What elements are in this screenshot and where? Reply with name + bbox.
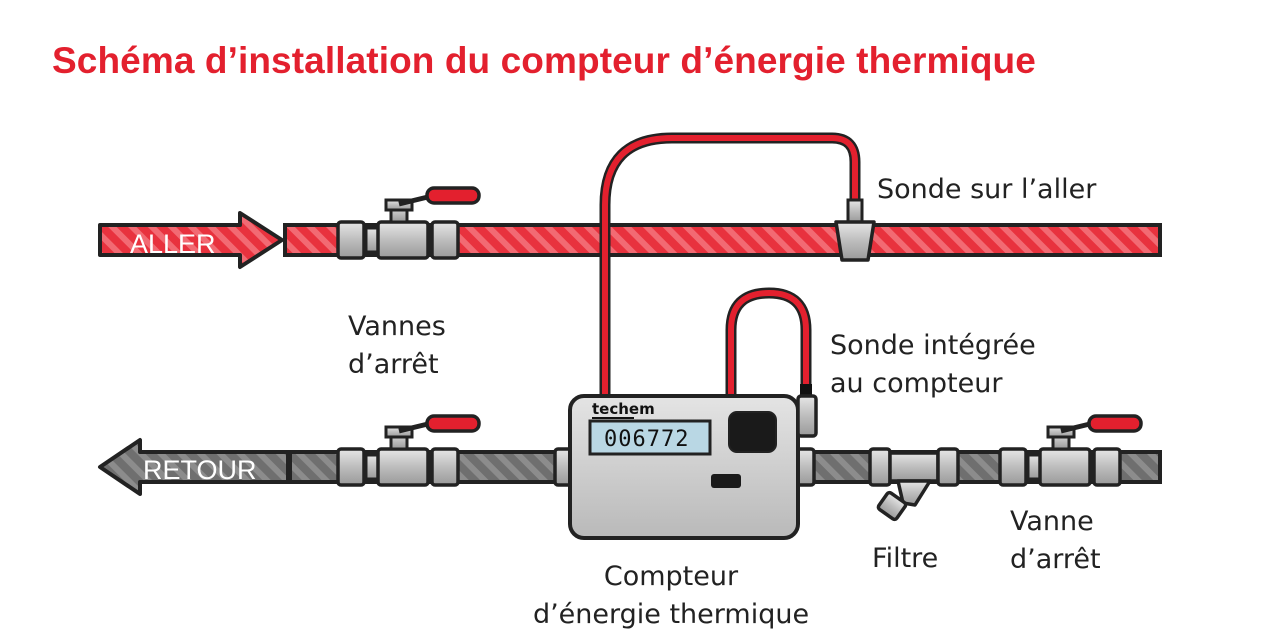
- shutoff-valve-flow: [336, 186, 481, 260]
- valve-handle: [425, 186, 481, 205]
- label-sonde-aller-text: Sonde sur l’aller: [877, 174, 1097, 205]
- meter-button: [711, 474, 741, 488]
- label-vannes-line2: d’arrêt: [348, 349, 439, 380]
- return-arrow: [98, 438, 290, 496]
- filter: [868, 447, 960, 522]
- shutoff-valve-return-right: [998, 414, 1143, 487]
- label-vanne-line2: d’arrêt: [1010, 544, 1101, 575]
- integrated-sensor-cable: [725, 287, 812, 402]
- flow-pipe: ALLER: [98, 211, 1162, 269]
- valve-handle: [1087, 414, 1143, 433]
- flow-sensor: [834, 198, 876, 262]
- flow-arrow: [98, 211, 284, 269]
- label-sonde-aller: Sonde sur l’aller: [877, 171, 1096, 209]
- return-label: RETOUR: [143, 455, 257, 485]
- label-vanne-arret: Vanne d’arrêt: [1010, 503, 1101, 579]
- label-vannes-arret: Vannes d’arrêt: [348, 308, 446, 384]
- flow-label: ALLER: [130, 229, 216, 259]
- label-filtre: Filtre: [872, 540, 938, 578]
- label-filtre-text: Filtre: [872, 543, 939, 574]
- meter-display-value: 006772: [604, 427, 689, 452]
- label-vannes-line1: Vannes: [348, 311, 446, 342]
- label-compteur-line1: Compteur: [603, 561, 739, 592]
- label-sonde-integree-line1: Sonde intégrée: [830, 330, 1036, 361]
- valve-handle: [425, 414, 481, 433]
- label-sonde-integree-line2: au compteur: [830, 368, 1003, 399]
- label-vanne-line1: Vanne: [1010, 506, 1094, 537]
- label-compteur-line2: d’énergie thermique: [532, 599, 810, 630]
- heat-meter: techem 006772: [553, 384, 818, 540]
- label-sonde-integree: Sonde intégrée au compteur: [830, 327, 1036, 403]
- meter-display: [588, 419, 712, 456]
- meter-brand: techem: [592, 400, 655, 418]
- page-title: Schéma d’installation du compteur d’éner…: [52, 40, 1036, 81]
- label-compteur: Compteur d’énergie thermique: [526, 558, 816, 634]
- meter-window: [728, 411, 777, 453]
- shutoff-valve-return-left: [336, 414, 481, 487]
